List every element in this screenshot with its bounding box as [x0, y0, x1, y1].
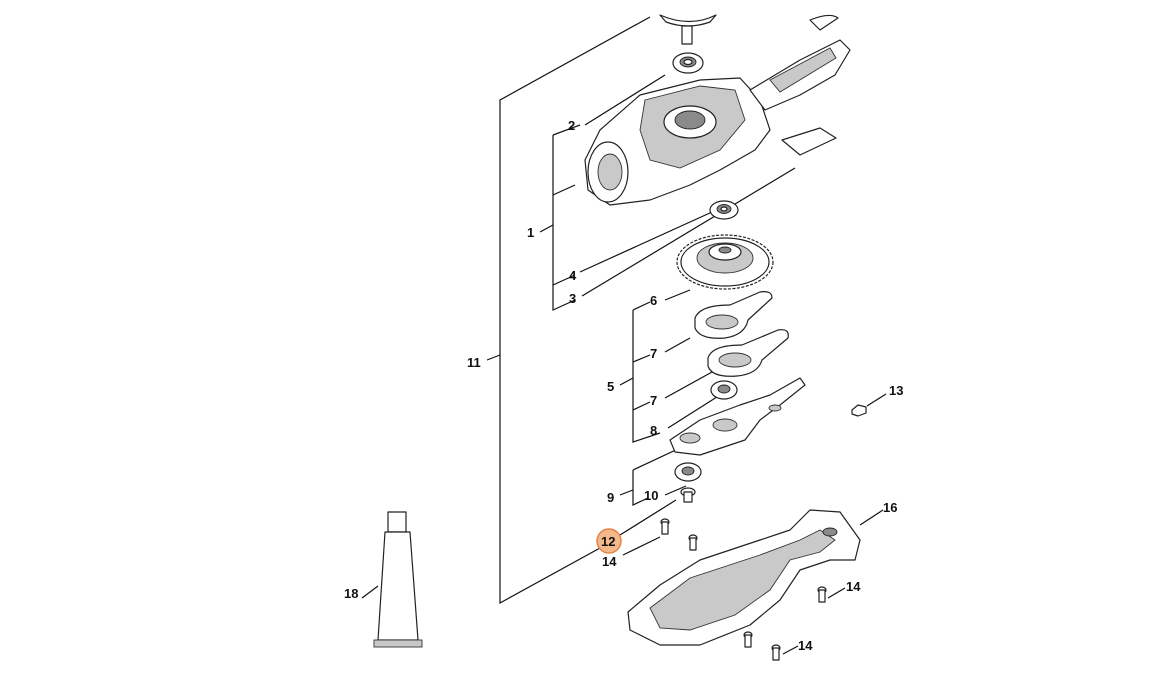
callout-4[interactable]: 4 [569, 268, 577, 283]
gear-3 [676, 234, 774, 290]
callout-9[interactable]: 9 [607, 490, 614, 505]
guide-plate-8 [669, 377, 806, 456]
screw-10 [680, 487, 696, 503]
bracket-1 [552, 135, 576, 311]
screw-14-e [771, 644, 781, 661]
plate-7 [707, 329, 789, 377]
bracket-5 [632, 310, 661, 443]
gear-housing-1 [584, 14, 851, 206]
callout-7a[interactable]: 7 [650, 346, 657, 361]
bearing-9 [674, 462, 702, 482]
screw-14-d [743, 631, 753, 648]
callout-3[interactable]: 3 [569, 291, 576, 306]
gasket [781, 127, 837, 156]
nut-13 [851, 404, 867, 417]
callout-1[interactable]: 1 [527, 225, 534, 240]
callout-7b[interactable]: 7 [650, 393, 657, 408]
bracket-11 [499, 16, 651, 605]
plate-6 [694, 291, 773, 339]
callout-14a[interactable]: 14 [602, 554, 617, 569]
callout-16[interactable]: 16 [883, 500, 897, 515]
callout-8[interactable]: 8 [650, 423, 657, 438]
callout-14c[interactable]: 14 [798, 638, 813, 653]
shaft-top [659, 14, 717, 45]
screw-14-b [688, 534, 698, 551]
bearing-8 [710, 380, 738, 400]
callout-12[interactable]: 12 [601, 534, 615, 549]
bearing-2 [672, 52, 704, 74]
callout-11[interactable]: 11 [467, 355, 481, 370]
callout-18[interactable]: 18 [344, 586, 358, 601]
bearing-4 [709, 200, 739, 220]
callout-2[interactable]: 2 [568, 118, 575, 133]
grease-tube-18 [373, 511, 423, 648]
callout-10[interactable]: 10 [644, 488, 658, 503]
highlight-circle-12[interactable] [596, 528, 622, 554]
callout-13[interactable]: 13 [889, 383, 903, 398]
bracket-9 [632, 470, 649, 506]
callout-5[interactable]: 5 [607, 379, 614, 394]
screw-14-c [817, 586, 827, 603]
screw-14-a [660, 518, 670, 535]
cover-16 [627, 509, 861, 646]
callout-6[interactable]: 6 [650, 293, 657, 308]
callout-14b[interactable]: 14 [846, 579, 861, 594]
